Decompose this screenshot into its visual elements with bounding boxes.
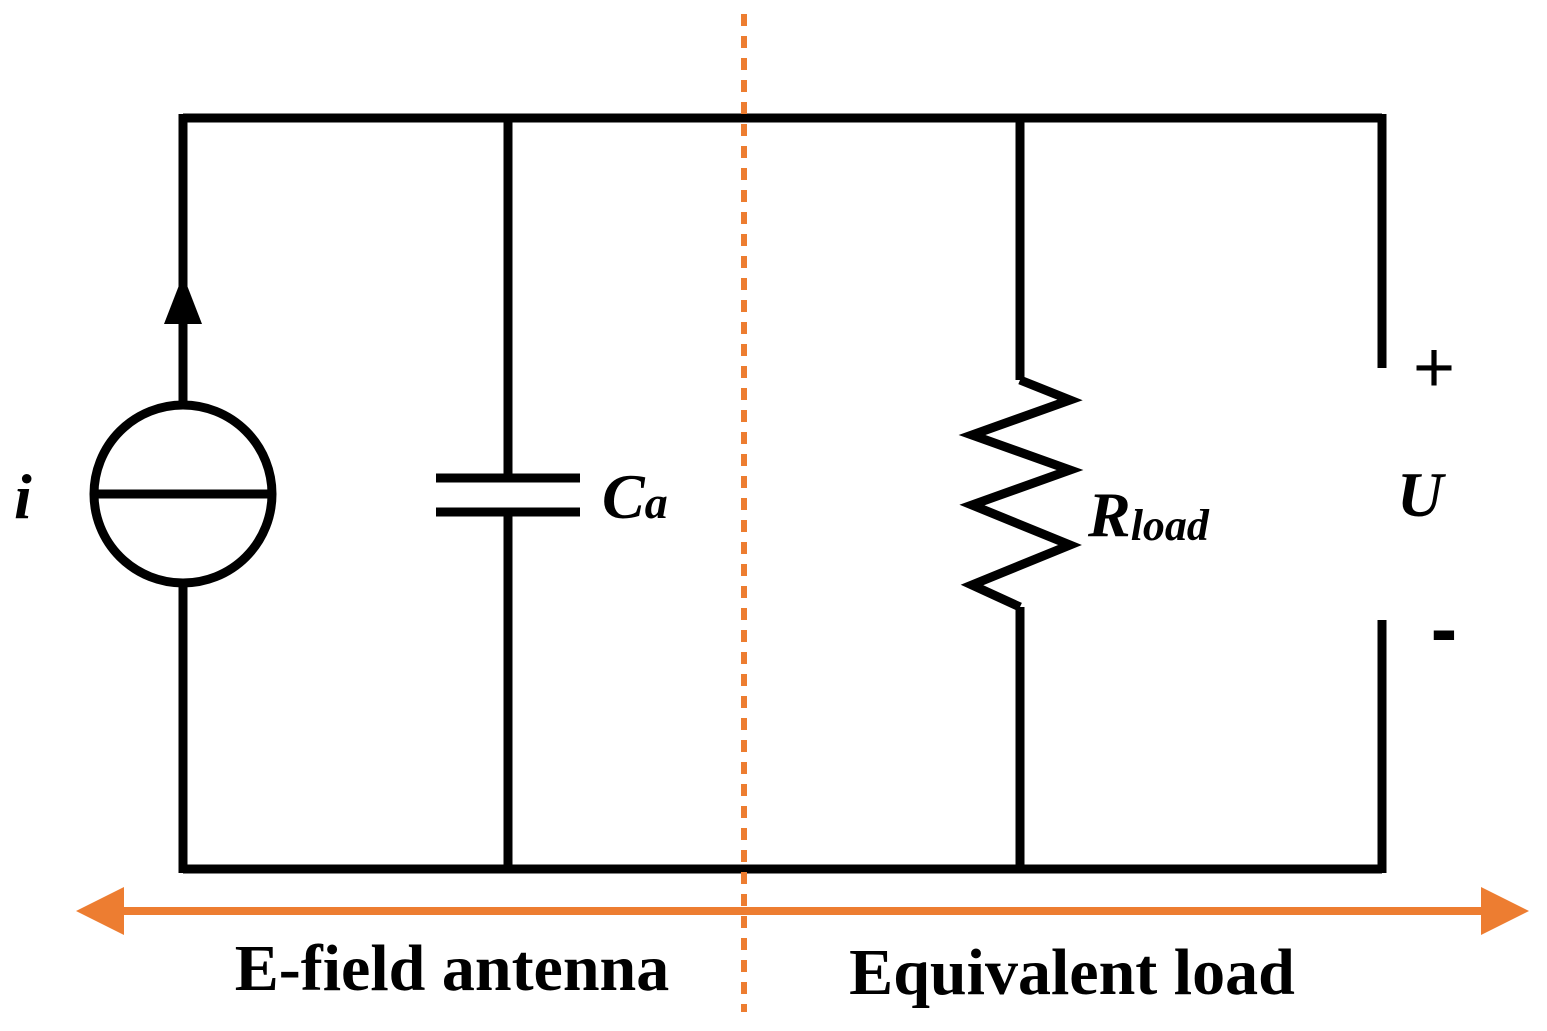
capacitor-ca: [436, 118, 580, 869]
resistor-rload: [958, 118, 1084, 869]
resistor-label: Rload: [1087, 479, 1210, 550]
region-label-load: Equivalent load: [849, 936, 1295, 1009]
plus-sign: +: [1413, 328, 1455, 408]
capacitor-label: Ca: [602, 461, 668, 532]
voltage-label: U: [1397, 459, 1446, 530]
resistor-label-main: R: [1087, 479, 1131, 550]
current-source: [89, 114, 277, 873]
current-source-label: i: [14, 461, 32, 532]
minus-sign: -: [1431, 584, 1458, 673]
capacitor-label-sub: a: [645, 477, 668, 528]
resistor-label-sub: load: [1131, 501, 1210, 550]
capacitor-label-main: C: [602, 461, 646, 532]
region-label-antenna: E-field antenna: [235, 932, 670, 1005]
current-direction-arrow-icon: [164, 275, 202, 324]
